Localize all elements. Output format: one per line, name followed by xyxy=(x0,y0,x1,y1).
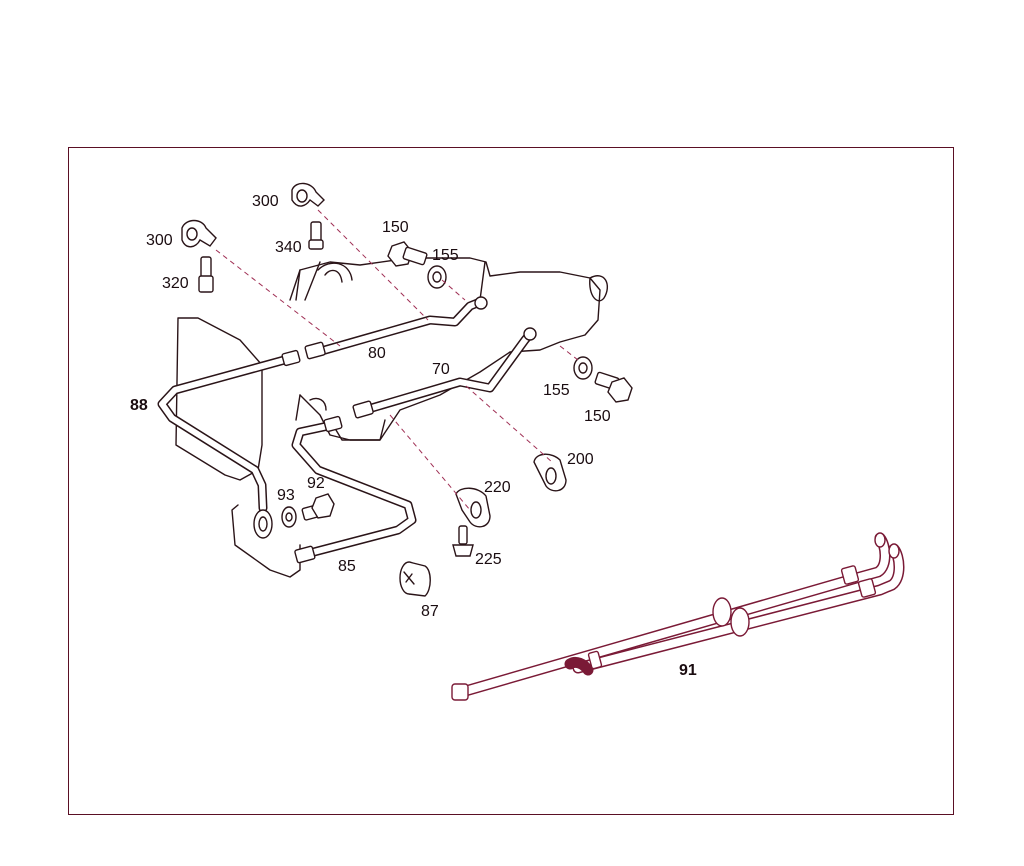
clamp-300-upper xyxy=(291,182,325,207)
diagram-frame xyxy=(68,147,954,815)
screw-225 xyxy=(452,525,474,557)
banjo-bolt-150-upper xyxy=(387,241,428,267)
bolt-320 xyxy=(198,256,214,293)
callout-300-lower: 300 xyxy=(146,232,173,249)
callout-92: 92 xyxy=(307,475,325,492)
clamp-220 xyxy=(455,487,491,528)
pipe-85 xyxy=(291,415,417,564)
callout-155-lower: 155 xyxy=(543,382,570,399)
clamp-300-lower xyxy=(181,219,217,248)
callout-200: 200 xyxy=(567,451,594,468)
bracket-left xyxy=(175,317,301,578)
pipe-80 xyxy=(304,296,488,360)
callout-85: 85 xyxy=(338,558,356,575)
banjo-bolt-150-lower xyxy=(594,371,633,403)
callout-150-upper: 150 xyxy=(382,219,409,236)
callout-225: 225 xyxy=(475,551,502,568)
callout-91: 91 xyxy=(679,662,697,679)
pipe-88 xyxy=(157,349,301,539)
clamp-200 xyxy=(533,453,567,492)
assembly-leader-lines xyxy=(215,209,579,511)
callout-340: 340 xyxy=(275,239,302,256)
callout-93: 93 xyxy=(277,487,295,504)
rubber-mount-87 xyxy=(399,561,431,597)
callout-150-lower: 150 xyxy=(584,408,611,425)
banjo-bolt-92 xyxy=(301,493,335,521)
callout-88: 88 xyxy=(130,397,148,414)
callout-70: 70 xyxy=(432,361,450,378)
pipe-70 xyxy=(352,327,537,419)
callout-80: 80 xyxy=(368,345,386,362)
callout-320: 320 xyxy=(162,275,189,292)
callout-155-upper: 155 xyxy=(432,247,459,264)
callout-87: 87 xyxy=(421,603,439,620)
callout-220: 220 xyxy=(484,479,511,496)
bolt-340 xyxy=(308,221,324,250)
callout-300-upper: 300 xyxy=(252,193,279,210)
washer-93 xyxy=(281,506,297,528)
washer-155-lower xyxy=(573,356,593,380)
pipe-assembly-91 xyxy=(451,532,905,701)
washer-155-upper xyxy=(427,265,447,289)
